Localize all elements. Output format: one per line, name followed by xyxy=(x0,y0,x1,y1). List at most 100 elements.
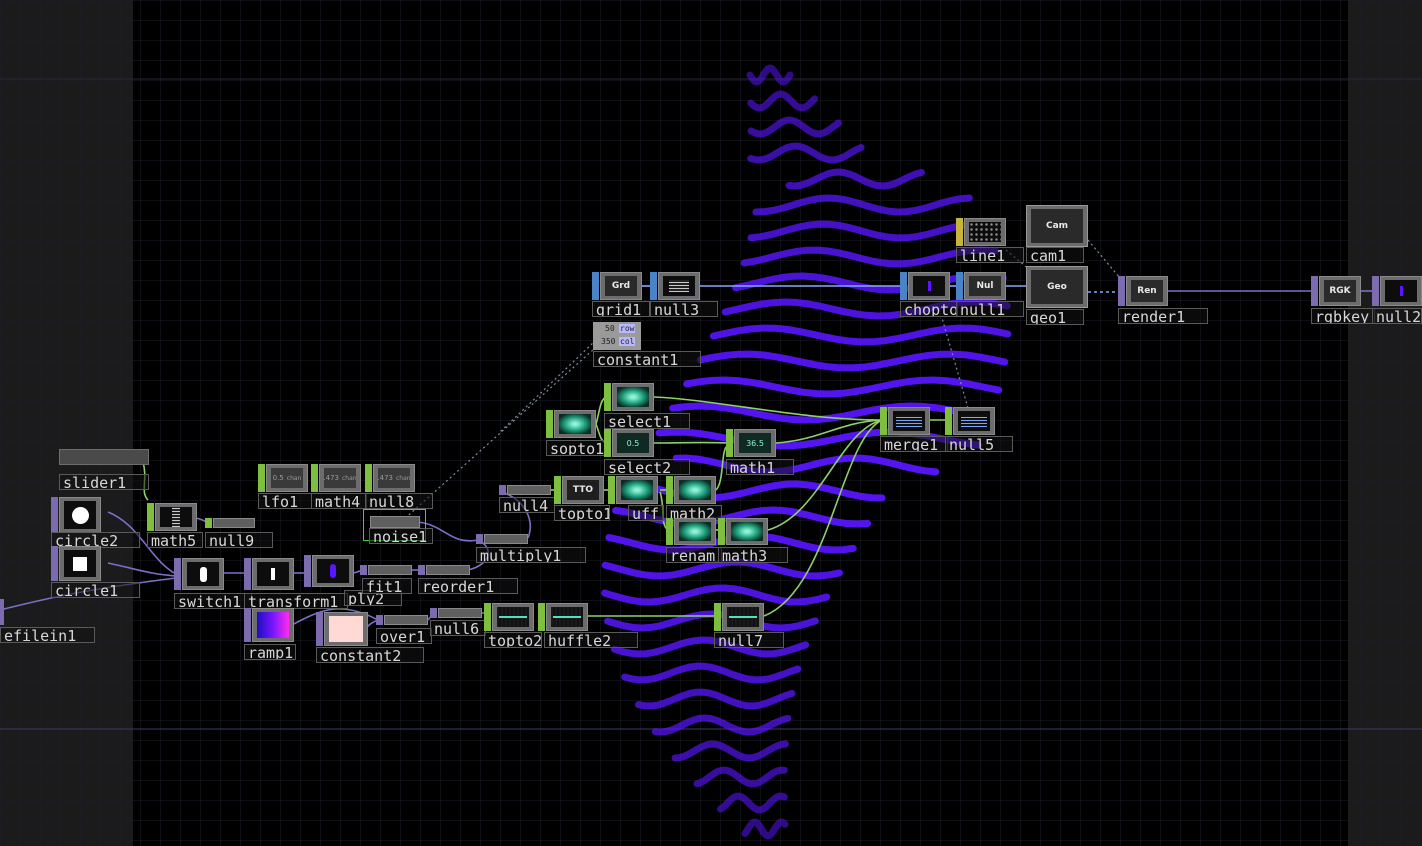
op-switch1[interactable] xyxy=(174,558,224,590)
op-label-constant1[interactable]: constant1 xyxy=(593,351,701,367)
op-constant2[interactable] xyxy=(316,612,368,646)
op-label-null7[interactable]: null7 xyxy=(714,632,784,648)
op-multiply2[interactable] xyxy=(304,555,354,587)
op-label-render1[interactable]: render1 xyxy=(1118,308,1208,324)
op-label-null6[interactable]: null6 xyxy=(430,620,486,636)
op-label-noise1[interactable]: noise1 xyxy=(369,528,433,544)
slider1-control[interactable] xyxy=(59,449,149,465)
op-null3[interactable] xyxy=(650,272,700,300)
op-label-math3[interactable]: math3 xyxy=(718,547,788,563)
op-label-topto1[interactable]: topto1 xyxy=(554,505,610,521)
op-line1[interactable] xyxy=(956,218,1006,246)
op-label-rename1[interactable]: renam xyxy=(666,547,722,563)
op-label-null1[interactable]: null1 xyxy=(956,301,1024,317)
op-label-rgbkey1[interactable]: rgbkey xyxy=(1311,308,1375,324)
op-math1[interactable]: 36.5 xyxy=(726,429,776,457)
op-circle1[interactable] xyxy=(51,546,101,581)
top-family-strip xyxy=(418,565,425,575)
op-select1[interactable] xyxy=(604,383,654,411)
op-label-circle1[interactable]: circle1 xyxy=(51,582,140,598)
op-label-geo1[interactable]: geo1 xyxy=(1026,309,1084,325)
op-choptosop[interactable] xyxy=(900,272,950,300)
op-topto1[interactable]: TTO xyxy=(554,476,604,504)
op-over1[interactable] xyxy=(376,615,428,625)
op-multiply1[interactable] xyxy=(476,534,528,544)
op-topto2[interactable] xyxy=(484,603,534,631)
op-label-sopto1[interactable]: sopto1 xyxy=(546,440,606,456)
op-label-null5[interactable]: null5 xyxy=(945,436,1013,452)
chop-family-strip xyxy=(666,476,673,504)
ramp-preview xyxy=(257,612,289,638)
op-math3[interactable] xyxy=(718,518,768,545)
op-geo1[interactable]: Geo xyxy=(1026,266,1088,308)
op-rgbkey1[interactable]: RGK xyxy=(1311,276,1361,306)
op-constant1[interactable]: 50 row 350 col xyxy=(593,322,643,350)
op-label-math4[interactable]: math4 xyxy=(311,493,367,509)
op-cam1[interactable]: Cam xyxy=(1026,205,1088,247)
op-shuffle1[interactable] xyxy=(608,476,658,504)
op-moviefilein1[interactable] xyxy=(0,599,6,625)
op-label-line1[interactable]: line1 xyxy=(956,247,1024,263)
op-select2[interactable]: 0.5 xyxy=(604,429,654,457)
op-label-select2[interactable]: select2 xyxy=(604,459,690,475)
op-label-choptosop[interactable]: chopto xyxy=(900,301,958,317)
op-label-multiply1[interactable]: multiply1 xyxy=(476,547,586,563)
op-label-shuffle1[interactable]: uff xyxy=(628,505,664,521)
op-label-math2[interactable]: math2 xyxy=(666,505,722,521)
op-label-select1[interactable]: select1 xyxy=(604,413,690,429)
op-label-slider1[interactable]: slider1 xyxy=(59,474,149,490)
top-family-strip xyxy=(316,612,323,646)
op-null1[interactable]: Nul xyxy=(956,272,1006,300)
op-math5[interactable] xyxy=(147,503,197,531)
op-null7[interactable] xyxy=(714,603,764,631)
op-null5[interactable] xyxy=(945,407,995,435)
op-label-circle2[interactable]: circle2 xyxy=(51,532,140,548)
op-sopto1[interactable] xyxy=(546,410,596,438)
op-null4[interactable] xyxy=(499,485,551,495)
op-label-switch1[interactable]: switch1 xyxy=(174,593,252,609)
op-label-over1[interactable]: over1 xyxy=(376,628,432,644)
op-label-grid1[interactable]: grid1 xyxy=(592,301,650,317)
op-circle2[interactable] xyxy=(51,497,101,533)
op-label-null3[interactable]: null3 xyxy=(650,301,718,317)
op-null6[interactable] xyxy=(430,608,482,618)
op-shuffle2[interactable] xyxy=(538,603,588,631)
square-preview xyxy=(64,550,96,577)
op-merge1[interactable] xyxy=(880,407,930,435)
op-rename1[interactable] xyxy=(666,518,716,545)
op-label-topto2[interactable]: topto2 xyxy=(484,632,542,648)
op-label-fit1[interactable]: fit1 xyxy=(362,578,412,594)
op-render1[interactable]: Ren xyxy=(1118,276,1168,306)
op-fit1[interactable] xyxy=(360,565,412,575)
op-label-ramp1[interactable]: ramp1 xyxy=(244,644,296,660)
op-label-null2[interactable]: null2 xyxy=(1372,308,1422,324)
op-label-cam1[interactable]: cam1 xyxy=(1026,247,1084,263)
op-label-reorder1[interactable]: reorder1 xyxy=(418,578,518,594)
op-math2[interactable] xyxy=(666,476,716,504)
op-label-lfo1[interactable]: lfo1 xyxy=(258,493,312,509)
op-reorder1[interactable] xyxy=(418,565,470,575)
op-label-math1[interactable]: math1 xyxy=(726,459,794,475)
op-label-merge1[interactable]: merge1 xyxy=(880,436,948,452)
op-label-transform1[interactable]: transform1 xyxy=(244,593,348,609)
chop-family-strip xyxy=(726,429,733,457)
op-label-constant2[interactable]: constant2 xyxy=(316,647,424,663)
top-family-strip xyxy=(244,558,251,590)
op-label-shuffle2[interactable]: huffle2 xyxy=(544,632,638,648)
op-label-null4[interactable]: null4 xyxy=(499,497,555,513)
op-label-math5[interactable]: math5 xyxy=(147,532,203,548)
op-ramp1[interactable] xyxy=(244,608,294,642)
op-grid1[interactable]: Grd xyxy=(592,272,642,300)
op-label-null9[interactable]: null9 xyxy=(205,532,273,548)
op-label-null8[interactable]: null8 xyxy=(365,493,433,509)
table-preview: 50 row 350 col xyxy=(593,322,641,350)
op-null9[interactable] xyxy=(205,518,255,528)
op-null2[interactable] xyxy=(1372,276,1422,306)
op-transform1[interactable] xyxy=(244,558,294,590)
op-label-moviefilein1[interactable]: efilein1 xyxy=(0,627,95,643)
